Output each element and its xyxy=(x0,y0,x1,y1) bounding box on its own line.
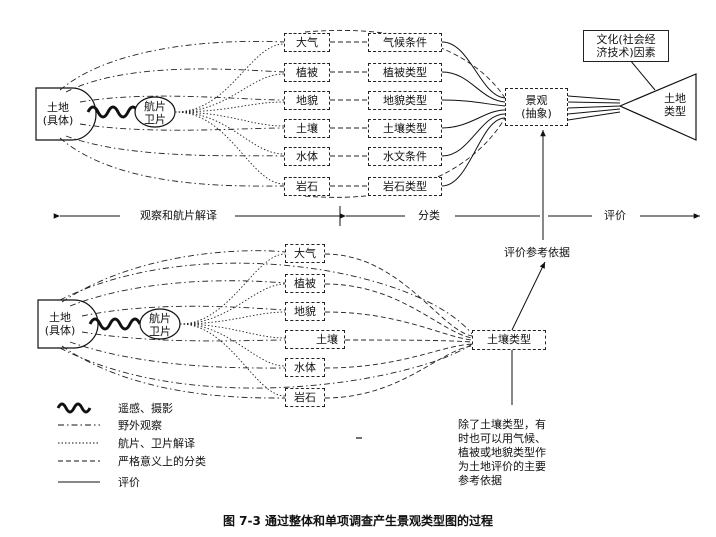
bottom-factor-water: 水体 xyxy=(285,358,325,377)
top-type-landform: 地貌类型 xyxy=(368,91,442,110)
culture-link-line xyxy=(629,59,656,91)
legend-remote-sensing-symbol xyxy=(56,402,92,414)
top-type-climate: 气候条件 xyxy=(368,33,442,52)
top-photo-interpretation-lines xyxy=(174,43,285,185)
landtype-triangle xyxy=(618,73,697,141)
note-line-3: 植被或地貌类型作 xyxy=(458,446,546,459)
bottom-remote-sensing-line xyxy=(88,317,142,331)
landtype-label: 土地 类型 xyxy=(658,92,692,118)
note-line-1: 除了土壤类型，有 xyxy=(458,418,546,431)
top-factor-water: 水体 xyxy=(284,147,330,166)
bottom-land-label: 土地 (具体) xyxy=(42,311,78,337)
bottom-photo-label: 航片 卫片 xyxy=(145,312,175,338)
top-type-rock: 岩石类型 xyxy=(368,177,442,196)
top-type-vegetation: 植被类型 xyxy=(368,63,442,82)
basis-label: 评价参考依据 xyxy=(504,246,570,259)
bottom-factor-vegetation: 植被 xyxy=(285,274,325,293)
top-land-shape xyxy=(35,87,97,141)
bottom-factor-soil: 土壤 xyxy=(285,330,345,349)
landscape-line1: 景观 xyxy=(525,94,548,107)
bottom-note: 除了土壤类型，有 时也可以用气候、 植被或地貌类型作 为土地评价的主要 参考依据 xyxy=(458,418,546,488)
top-type-hydrology: 水文条件 xyxy=(368,147,442,166)
bottom-photo-interpretation-lines xyxy=(179,253,286,397)
bottom-land-line1: 土地 xyxy=(49,311,71,324)
legend-label-classification: 严格意义上的分类 xyxy=(118,455,206,468)
culture-line2: 济技术)因素 xyxy=(596,46,656,59)
bottom-land-shape xyxy=(37,299,99,349)
axis-interpret-label: 观察和航片解译 xyxy=(140,209,217,222)
top-land-line2: (具体) xyxy=(42,114,74,127)
top-landscape-to-landtype-lines xyxy=(567,95,621,121)
top-photo-line1: 航片 xyxy=(144,100,166,113)
top-factor-soil: 土壤 xyxy=(284,119,330,138)
legend-label-photo-interpretation: 航片、卫片解译 xyxy=(118,437,195,450)
culture-box: 文化(社会经 济技术)因素 xyxy=(583,30,669,62)
top-factor-type-links xyxy=(330,41,368,187)
top-land-line1: 土地 xyxy=(47,101,69,114)
axis-classify-label: 分类 xyxy=(418,209,440,222)
axis-evaluate-label: 评价 xyxy=(604,209,626,222)
top-land-label: 土地 (具体) xyxy=(40,101,76,127)
top-factor-atmosphere: 大气 xyxy=(284,33,330,52)
note-line-4: 为土地评价的主要 xyxy=(458,460,546,473)
top-photo-line2: 卫片 xyxy=(144,113,166,126)
figure-caption: 图 7-3 通过整体和单项调查产生景观类型图的过程 xyxy=(222,514,494,528)
bottom-photo-line1: 航片 xyxy=(149,312,171,325)
legend-label-remote-sensing: 遥感、摄影 xyxy=(118,402,173,415)
top-photo-label: 航片 卫片 xyxy=(140,100,170,126)
top-outer-envelope xyxy=(304,29,506,99)
bottom-factor-atmosphere: 大气 xyxy=(285,244,325,263)
top-type-soil: 土壤类型 xyxy=(368,119,442,138)
top-type-landscape-links xyxy=(441,41,506,187)
bottom-factor-soiltype-links xyxy=(324,253,473,399)
top-outer-envelope-lower xyxy=(304,117,506,198)
bottom-factor-rock: 岩石 xyxy=(285,388,325,407)
top-field-observation-curves xyxy=(59,40,285,187)
landscape-box: 景观 (抽象) xyxy=(505,88,568,126)
soiltype-to-basis-arrow xyxy=(511,261,546,331)
landtype-line1: 土地 xyxy=(664,92,686,105)
culture-line1: 文化(社会经 xyxy=(596,33,656,46)
top-remote-sensing-line xyxy=(86,105,140,119)
landscape-line2: (抽象) xyxy=(521,107,552,120)
legend-label-field-observation: 野外观察 xyxy=(118,419,162,432)
bottom-soiltype-box: 土壤类型 xyxy=(472,330,546,350)
bottom-photo-line2: 卫片 xyxy=(149,325,171,338)
note-line-2: 时也可以用气候、 xyxy=(458,432,546,445)
legend-label-evaluation: 评价 xyxy=(118,476,140,489)
bottom-factor-landform: 地貌 xyxy=(285,302,325,321)
top-factor-rock: 岩石 xyxy=(284,177,330,196)
landtype-line2: 类型 xyxy=(664,105,686,118)
bottom-field-observation-curves xyxy=(59,250,473,399)
top-factor-landform: 地貌 xyxy=(284,91,330,110)
note-line-5: 参考依据 xyxy=(458,474,502,487)
top-factor-vegetation: 植被 xyxy=(284,63,330,82)
bottom-land-line2: (具体) xyxy=(44,324,76,337)
